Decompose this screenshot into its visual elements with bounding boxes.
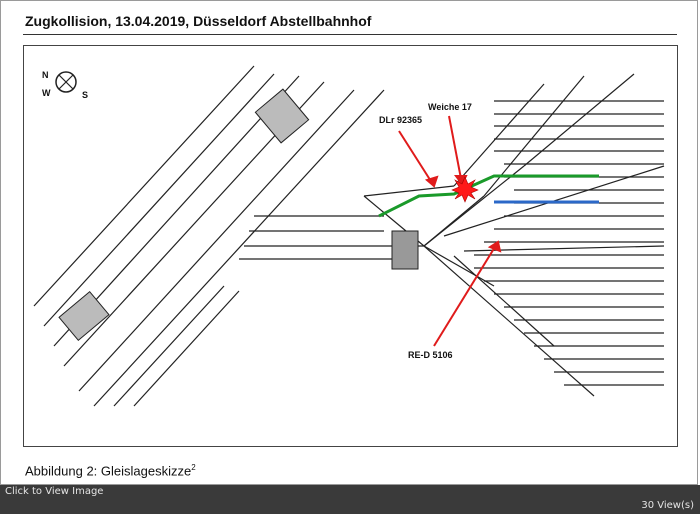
view-count: 30 View(s) (641, 500, 694, 511)
click-to-view-link[interactable]: Click to View Image (5, 486, 104, 497)
hatched-building (254, 88, 310, 144)
train-label-re: RE-D 5106 (408, 350, 453, 360)
track-lines (33, 65, 665, 407)
train-label-dlr: DLr 92365 (379, 115, 422, 125)
green-route (378, 174, 599, 218)
title-divider (23, 34, 677, 35)
track-diagram: N W S DLr 92365 Weiche 17 RE-D 5106 (33, 65, 665, 407)
document-title: Zugkollision, 13.04.2019, Düsseldorf Abs… (25, 13, 372, 29)
track-layout-sketch[interactable]: N W S DLr 92365 Weiche 17 RE-D 5106 (23, 45, 678, 447)
caption-footnote: 2 (191, 463, 196, 472)
compass-north: N (42, 70, 49, 80)
compass-south: S (82, 90, 88, 100)
caption-text: Abbildung 2: Gleislageskizze (25, 463, 192, 479)
document-page: Zugkollision, 13.04.2019, Düsseldorf Abs… (0, 0, 698, 485)
compass-icon: N W S (42, 70, 88, 100)
compass-west: W (42, 88, 51, 98)
switch-label: Weiche 17 (428, 102, 472, 112)
signal-box (391, 230, 419, 270)
hatched-platform (58, 290, 110, 342)
viewer-status-bar: Click to View Image 30 View(s) (0, 485, 700, 514)
annotation-arrows (398, 115, 502, 347)
figure-caption: Abbildung 2: Gleislageskizze2 (25, 463, 196, 478)
collision-star-icon (451, 176, 479, 203)
